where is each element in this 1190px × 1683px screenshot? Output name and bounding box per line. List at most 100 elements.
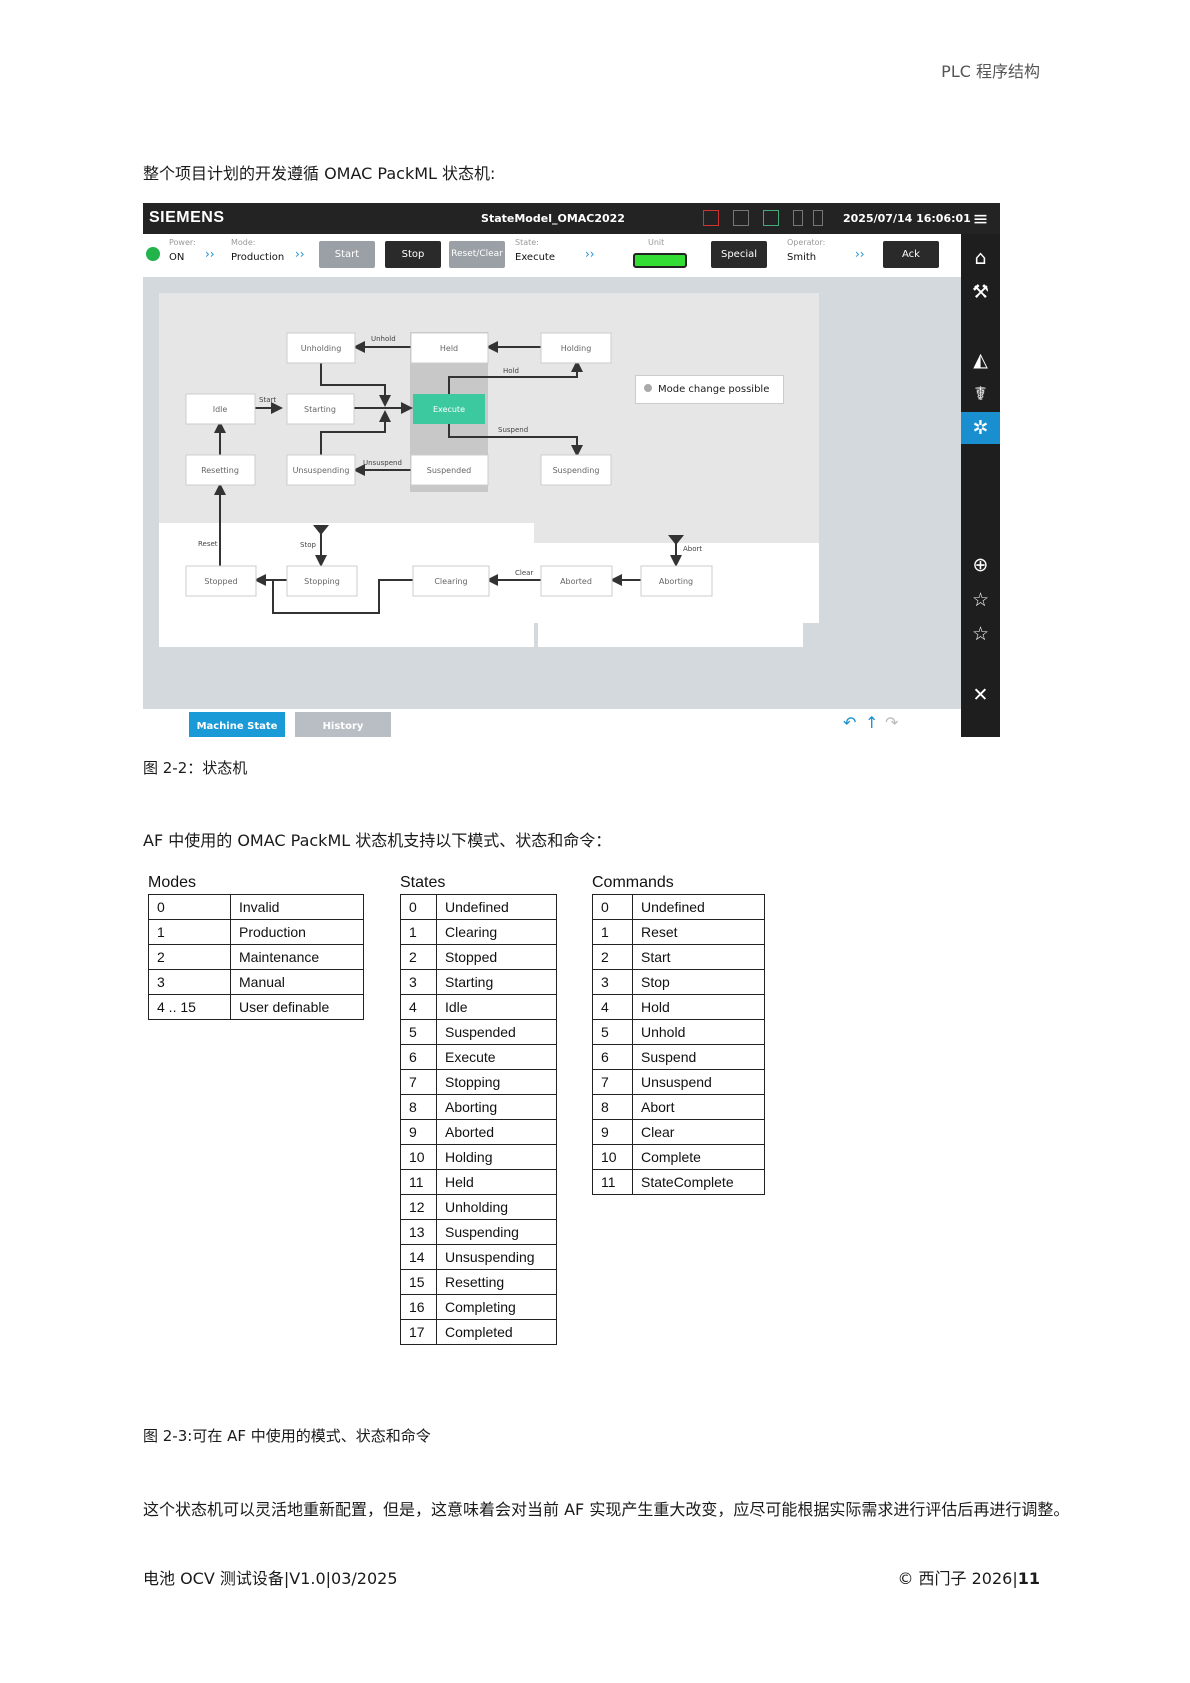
table-cell-id: 4 xyxy=(400,994,437,1020)
modes-title: Modes xyxy=(148,874,197,891)
chevron-right-icon[interactable]: ›› xyxy=(855,247,865,261)
operator-label: Operator: xyxy=(787,238,826,247)
chevron-right-icon[interactable]: ›› xyxy=(205,247,215,261)
star-outline-icon[interactable]: ☆ xyxy=(971,623,990,645)
table-cell-name: Unholding xyxy=(436,1194,557,1220)
table-cell-name: User definable xyxy=(230,994,364,1020)
star-icon[interactable]: ☆ xyxy=(971,589,990,611)
table-cell-name: Unsuspending xyxy=(436,1244,557,1270)
table-cell-id: 10 xyxy=(592,1144,633,1170)
table-cell-id: 11 xyxy=(592,1169,633,1195)
table-cell-name: Held xyxy=(436,1169,557,1195)
special-button[interactable]: Special xyxy=(711,241,767,268)
table-cell-id: 14 xyxy=(400,1244,437,1270)
table-cell-name: Resetting xyxy=(436,1269,557,1295)
document-icon[interactable] xyxy=(813,210,823,226)
table-cell-id: 8 xyxy=(400,1094,437,1120)
home-icon[interactable]: ⌂ xyxy=(974,247,987,269)
keyboard-icon[interactable] xyxy=(733,210,749,226)
footer-copyright-text: © 西门子 2026| xyxy=(897,1569,1018,1588)
table-cell-name: Clearing xyxy=(436,919,557,945)
diagnostics-icon[interactable]: ☤ xyxy=(974,383,987,405)
tab-history[interactable]: History xyxy=(295,712,391,737)
network-status-icon[interactable] xyxy=(763,210,779,226)
table-cell-id: 12 xyxy=(400,1194,437,1220)
table-cell-id: 0 xyxy=(592,894,633,920)
table-cell-id: 10 xyxy=(400,1144,437,1170)
screen-title: StateModel_OMAC2022 xyxy=(481,212,625,225)
chevron-right-icon[interactable]: ›› xyxy=(295,247,305,261)
state-label-starting: Starting xyxy=(304,405,336,414)
tab-machine-state[interactable]: Machine State xyxy=(189,712,285,737)
alarm-icon[interactable]: ◭ xyxy=(973,349,988,371)
start-button[interactable]: Start xyxy=(319,241,375,268)
table-cell-id: 0 xyxy=(400,894,437,920)
tools-icon[interactable]: ⚒ xyxy=(971,281,990,303)
table-cell-name: Production xyxy=(230,919,364,945)
table-cell-name: Start xyxy=(632,944,765,970)
hmi-bottom-bar: Machine State History ↶ ↑ ↷ xyxy=(143,709,961,737)
table-cell-id: 16 xyxy=(400,1294,437,1320)
siemens-logo: SIEMENS xyxy=(149,209,225,226)
table-cell-id: 1 xyxy=(148,919,231,945)
settings-icon[interactable]: ✕ xyxy=(972,684,989,706)
ack-button[interactable]: Ack xyxy=(883,241,939,268)
table-cell-name: Stopped xyxy=(436,944,557,970)
table-cell-id: 9 xyxy=(400,1119,437,1145)
state-label: State: xyxy=(515,238,539,247)
table-cell-name: Unsuspend xyxy=(632,1069,765,1095)
table-cell-name: Completing xyxy=(436,1294,557,1320)
stop-button[interactable]: Stop xyxy=(385,241,441,268)
table-cell-id: 3 xyxy=(148,969,231,995)
cmd-label-stop: Stop xyxy=(300,541,316,549)
state-box xyxy=(286,454,356,486)
state-label-suspending: Suspending xyxy=(553,466,600,475)
table-cell-id: 2 xyxy=(400,944,437,970)
table-cell-id: 7 xyxy=(592,1069,633,1095)
menu-icon[interactable]: ≡ xyxy=(972,208,989,230)
up-arrow-icon[interactable]: ↑ xyxy=(865,713,879,732)
table-cell-name: Completed xyxy=(436,1319,557,1345)
states-title: States xyxy=(400,874,446,891)
table-cell-name: Stopping xyxy=(436,1069,557,1095)
state-label-unsuspending: Unsuspending xyxy=(293,466,350,475)
power-value: ON xyxy=(169,252,185,263)
table-cell-id: 2 xyxy=(592,944,633,970)
user-icon[interactable] xyxy=(793,210,803,226)
reset-clear-button[interactable]: Reset/Clear xyxy=(449,241,505,268)
state-label-execute: Execute xyxy=(433,405,465,414)
alarm-indicator-icon[interactable] xyxy=(703,210,719,226)
table-cell-id: 4 xyxy=(592,994,633,1020)
chevron-right-icon[interactable]: ›› xyxy=(585,247,595,261)
globe-icon[interactable]: ⊕ xyxy=(972,554,989,576)
state-diagram-area: Unholding Held Holding Idle Starting Exe… xyxy=(143,277,961,709)
diagram-upper-region xyxy=(159,293,819,543)
table-cell-name: StateComplete xyxy=(632,1169,765,1195)
network-icon[interactable]: ✲ xyxy=(961,412,1000,444)
redo-icon[interactable]: ↷ xyxy=(885,713,899,732)
table-cell-id: 11 xyxy=(400,1169,437,1195)
state-label-resetting: Resetting xyxy=(201,466,239,475)
undo-icon[interactable]: ↶ xyxy=(843,713,857,732)
table-cell-name: Execute xyxy=(436,1044,557,1070)
running-header: PLC 程序结构 xyxy=(941,62,1040,81)
table-cell-name: Undefined xyxy=(436,894,557,920)
table-cell-name: Invalid xyxy=(230,894,364,920)
state-label-clearing: Clearing xyxy=(434,577,467,586)
